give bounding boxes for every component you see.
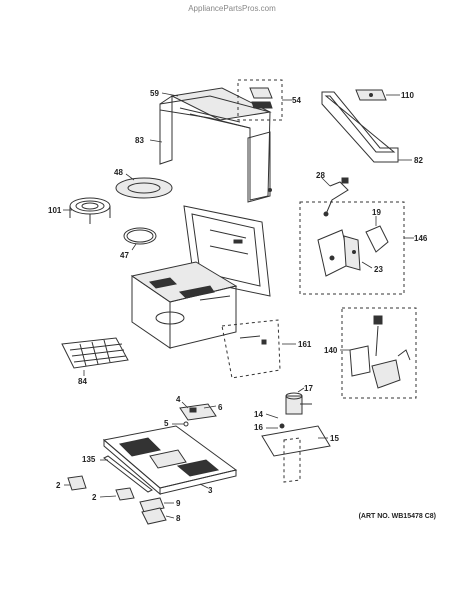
mounting-frame[interactable] bbox=[321, 91, 399, 163]
oven-cavity[interactable] bbox=[130, 261, 238, 349]
part-28[interactable] bbox=[323, 177, 349, 217]
part-8[interactable] bbox=[141, 507, 167, 525]
part-140-box bbox=[341, 307, 417, 399]
callout-161: 161 bbox=[298, 340, 312, 349]
watermark: AppliancePartsPros.com bbox=[188, 4, 276, 13]
callout-135: 135 bbox=[82, 455, 96, 464]
outer-case[interactable] bbox=[159, 87, 272, 203]
callout-8: 8 bbox=[176, 514, 181, 523]
callout-6: 6 bbox=[218, 403, 223, 412]
leader-4 bbox=[181, 401, 189, 409]
leader-3 bbox=[199, 483, 209, 489]
part-5-screw[interactable] bbox=[183, 421, 189, 427]
callout-9: 9 bbox=[176, 499, 181, 508]
callout-59: 59 bbox=[150, 89, 159, 98]
callout-48: 48 bbox=[114, 168, 123, 177]
leader-17 bbox=[297, 387, 305, 393]
callout-146: 146 bbox=[414, 234, 428, 243]
vent-grille-part[interactable] bbox=[249, 87, 273, 109]
callout-4: 4 bbox=[176, 395, 181, 404]
callout-2b: 2 bbox=[92, 493, 97, 502]
art-number: (ART NO. WB15478 C8) bbox=[359, 513, 436, 520]
callout-110: 110 bbox=[401, 91, 414, 100]
turntable-roller-ring[interactable] bbox=[69, 197, 111, 224]
callout-17: 17 bbox=[304, 384, 313, 393]
leader-48 bbox=[125, 173, 135, 181]
inner-panel[interactable] bbox=[183, 205, 271, 297]
part-4-bracket[interactable] bbox=[179, 403, 217, 421]
callout-3: 3 bbox=[208, 486, 213, 495]
callout-47: 47 bbox=[120, 251, 129, 260]
fan-motor-assembly[interactable] bbox=[317, 225, 389, 277]
callout-82: 82 bbox=[414, 156, 423, 165]
leader-2b bbox=[99, 495, 117, 498]
leader-23 bbox=[361, 261, 373, 269]
part-146-box bbox=[299, 201, 405, 295]
leader-8 bbox=[165, 515, 175, 519]
part-135-strip[interactable] bbox=[103, 455, 153, 493]
callout-5: 5 bbox=[164, 419, 169, 428]
control-board-assembly[interactable] bbox=[349, 315, 411, 389]
turntable-glass-tray[interactable] bbox=[115, 177, 173, 199]
callout-28: 28 bbox=[316, 171, 325, 180]
leader-28 bbox=[321, 177, 331, 187]
leader-14 bbox=[265, 413, 279, 419]
callout-15: 15 bbox=[330, 434, 339, 443]
leader-47 bbox=[131, 243, 137, 251]
callout-140: 140 bbox=[324, 346, 338, 355]
part-47[interactable] bbox=[123, 227, 157, 245]
callout-84: 84 bbox=[78, 377, 87, 386]
part-161[interactable] bbox=[221, 319, 281, 379]
leader-83 bbox=[149, 139, 163, 143]
part-110[interactable] bbox=[355, 89, 387, 101]
callout-23: 23 bbox=[374, 265, 383, 274]
magnetron-assembly[interactable] bbox=[261, 392, 331, 483]
leader-6 bbox=[203, 405, 217, 409]
bottom-plate[interactable] bbox=[102, 425, 238, 496]
callout-83: 83 bbox=[135, 136, 144, 145]
part-2-filter-a[interactable] bbox=[67, 475, 87, 491]
callout-54: 54 bbox=[292, 96, 301, 105]
oven-rack[interactable] bbox=[61, 337, 129, 369]
callout-101: 101 bbox=[48, 206, 62, 215]
leader-59 bbox=[161, 92, 179, 97]
callout-19: 19 bbox=[372, 208, 381, 217]
callout-2a: 2 bbox=[56, 481, 61, 490]
callout-16: 16 bbox=[254, 423, 263, 432]
part-2-filter-b[interactable] bbox=[115, 487, 135, 501]
callout-14: 14 bbox=[254, 410, 263, 419]
